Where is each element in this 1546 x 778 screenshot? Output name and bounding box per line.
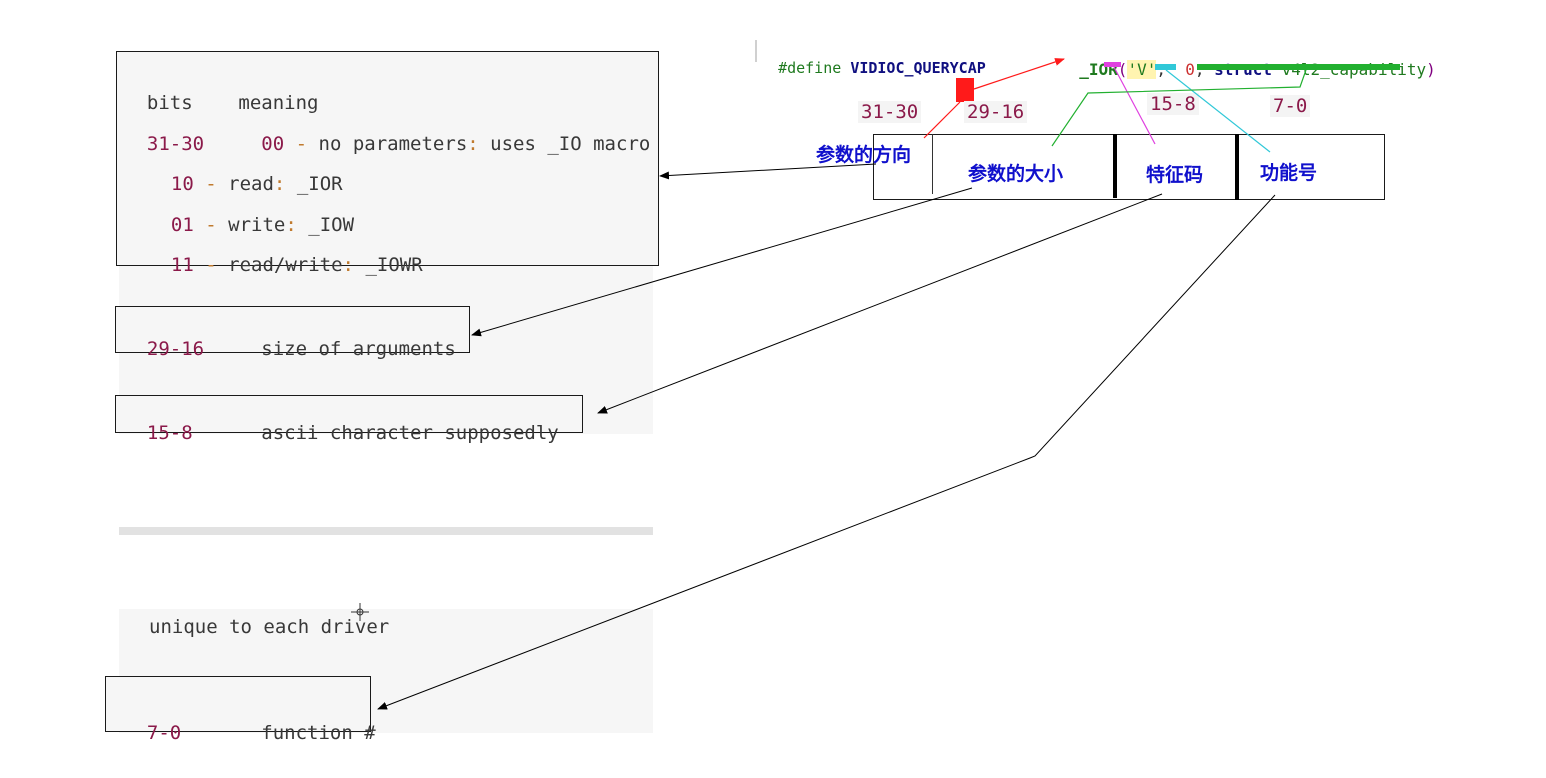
size-row: 29-16 size of arguments xyxy=(124,316,456,360)
char-argument: 'V' xyxy=(1127,60,1157,79)
field-direction-label: 参数的方向 xyxy=(816,144,912,166)
dash: - xyxy=(205,254,217,276)
dir-label: write xyxy=(228,214,286,236)
dir-row-2: 01 - write: _IOW xyxy=(148,192,354,236)
dir-bits: 31-30 xyxy=(146,133,205,155)
dir-row-0: 31-30 00 - no parameters: uses _IO macro xyxy=(124,111,650,155)
number-argument: 0 xyxy=(1185,60,1195,79)
bits-label-nr: 7-0 xyxy=(1270,95,1311,117)
dir-row-3: 11 - read/write: _IOWR xyxy=(148,232,423,276)
dir-code: 11 xyxy=(170,254,194,276)
size-bits: 29-16 xyxy=(146,338,205,360)
unique-note: unique to each driver xyxy=(149,616,390,638)
divider-size-type xyxy=(1113,134,1117,198)
char-row: 15-8 ascii character supposedly xyxy=(124,400,559,444)
cursor-crosshair-icon xyxy=(351,603,369,621)
char-meaning: ascii character supposedly xyxy=(261,422,559,444)
size-to-box-arrow xyxy=(471,187,973,337)
table-header: bits meaning xyxy=(124,70,319,114)
dash: - xyxy=(205,173,217,195)
divider-type-nr xyxy=(1235,134,1239,200)
direction-to-table-arrow xyxy=(659,163,877,180)
dir-code: 00 xyxy=(261,133,285,155)
type-leader xyxy=(1113,66,1156,145)
dash: - xyxy=(205,214,217,236)
field-size-label: 参数的大小 xyxy=(968,163,1064,185)
colon: : xyxy=(342,254,354,276)
ioctl-bitfield-box xyxy=(873,134,1385,200)
colon: : xyxy=(467,133,479,155)
func-bits: 7-0 xyxy=(146,722,182,744)
bits-label-dir: 31-30 xyxy=(858,101,922,123)
dir-code: 01 xyxy=(170,214,194,236)
header-bits: bits xyxy=(146,92,193,114)
size-box xyxy=(115,306,470,353)
number-leader xyxy=(1165,69,1271,153)
function-row: 7-0 function # xyxy=(124,700,376,744)
dir-macro: _IOR xyxy=(296,173,343,195)
dir-macro: _IOW xyxy=(308,214,355,236)
char-bits: 15-8 xyxy=(146,422,193,444)
dir-code: 10 xyxy=(170,173,194,195)
type-to-box-arrow xyxy=(597,193,1163,414)
number-marker xyxy=(1155,64,1176,70)
char-box xyxy=(115,395,583,433)
bits-label-type: 15-8 xyxy=(1147,93,1199,115)
open-paren: ( xyxy=(1117,60,1128,79)
direction-marker xyxy=(956,78,974,102)
close-paren: ) xyxy=(1426,60,1436,79)
direction-leader xyxy=(923,101,961,139)
colon: : xyxy=(273,173,286,195)
size-leader xyxy=(1051,69,1307,147)
code-gutter xyxy=(755,40,757,62)
size-meaning: size of arguments xyxy=(261,338,456,360)
dir-label: no parameters xyxy=(318,133,468,155)
define-name: VIDIOC_QUERYCAP xyxy=(850,59,986,77)
number-to-box-arrow xyxy=(377,194,1276,710)
direction-arrow xyxy=(973,58,1065,90)
type-marker xyxy=(1104,62,1121,67)
function-box xyxy=(105,676,371,732)
field-number-label: 功能号 xyxy=(1260,162,1318,184)
divider-dir-size xyxy=(932,134,933,194)
horizontal-rule xyxy=(119,527,653,535)
dir-macro: _IOWR xyxy=(365,254,423,276)
dir-label: read xyxy=(228,173,274,195)
define-line: #define VIDIOC_QUERYCAP xyxy=(760,41,986,77)
bits-label-size: 29-16 xyxy=(964,101,1028,123)
header-meaning: meaning xyxy=(238,92,319,114)
define-keyword: #define xyxy=(778,59,842,77)
dash: - xyxy=(295,133,308,155)
dir-row-1: 10 - read: _IOR xyxy=(148,151,343,195)
func-meaning: function # xyxy=(261,722,376,744)
direction-table-box xyxy=(116,51,659,266)
field-type-label: 特征码 xyxy=(1146,164,1204,186)
dir-label: read/write xyxy=(228,254,343,276)
dir-macro: uses _IO macro xyxy=(490,133,651,155)
size-marker xyxy=(1197,64,1400,70)
colon: : xyxy=(285,214,297,236)
